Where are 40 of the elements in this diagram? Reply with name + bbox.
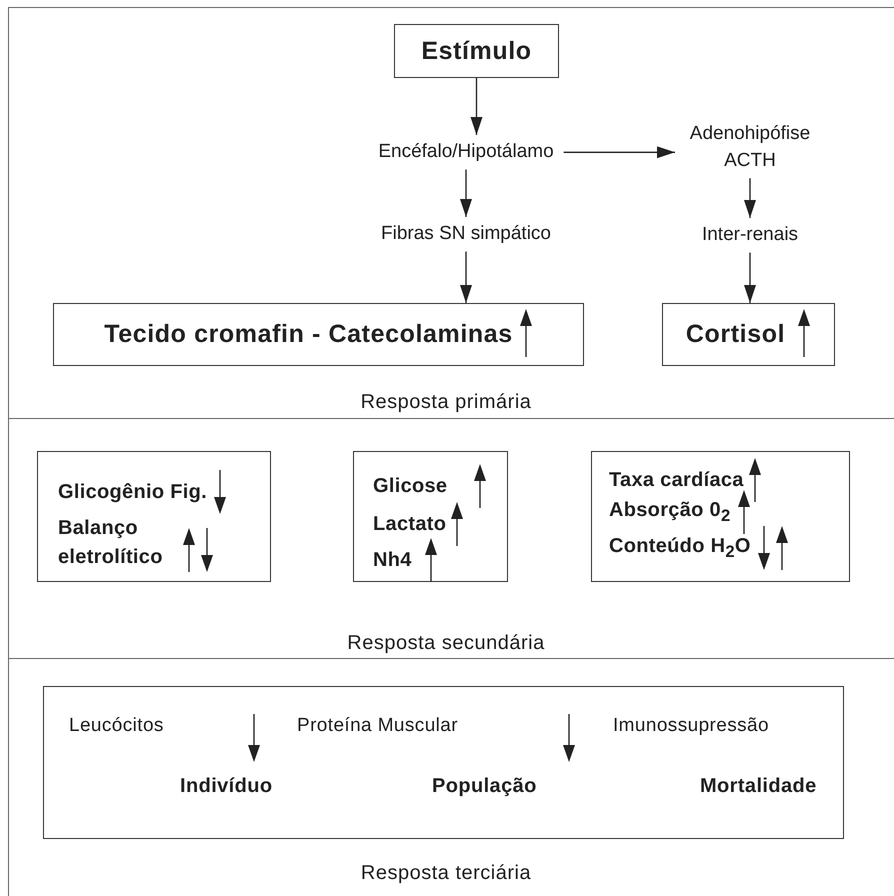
box-label: Glicogênio Fig. (58, 480, 207, 504)
box-label: Indivíduo (180, 775, 272, 798)
process-box (394, 24, 559, 78)
box-label: Tecido cromafin - Catecolaminas (104, 320, 513, 349)
box-label: População (432, 775, 537, 798)
arrow (470, 78, 482, 135)
section-heading: Resposta secundária (347, 632, 545, 655)
section-heading: Resposta primária (360, 391, 532, 414)
process-box (591, 451, 850, 582)
box-label: Absorção 0$_{2}$ (609, 498, 731, 527)
box-label: Proteína Muscular (297, 715, 458, 737)
box-label: Taxa cardíaca (609, 468, 744, 492)
box-label: Mortalidade (700, 775, 817, 798)
box-label: Glicose (373, 474, 448, 498)
node-label: Encéfalo/Hipotálamo (378, 140, 554, 164)
arrow (460, 252, 472, 303)
section-panel (8, 658, 894, 896)
section-heading: Resposta terciária (360, 862, 532, 885)
process-box (53, 303, 584, 366)
box-label: Balanço eletrolítico (58, 516, 164, 570)
box-label: Imunossupressão (613, 715, 769, 737)
arrow (744, 252, 756, 303)
node-label: Fibras SN simpático (381, 222, 551, 246)
process-box (353, 451, 508, 582)
arrow (564, 146, 675, 158)
section-panel (8, 7, 894, 418)
box-label: Nh4 (373, 548, 412, 572)
box-label: Estímulo (421, 36, 532, 66)
section-panel (8, 418, 894, 658)
arrow (744, 178, 756, 218)
node-label: Inter-renais (702, 223, 798, 247)
box-label: Lactato (373, 512, 446, 536)
arrow (460, 170, 472, 217)
process-box (662, 303, 835, 366)
process-box (37, 451, 271, 582)
box-label: Leucócitos (69, 715, 164, 737)
box-label: Cortisol (686, 320, 786, 349)
box-label: Conteúdo H$_{2}$O (609, 534, 751, 563)
node-label: Adenohipófise ACTH (688, 122, 812, 173)
process-box (43, 686, 844, 839)
